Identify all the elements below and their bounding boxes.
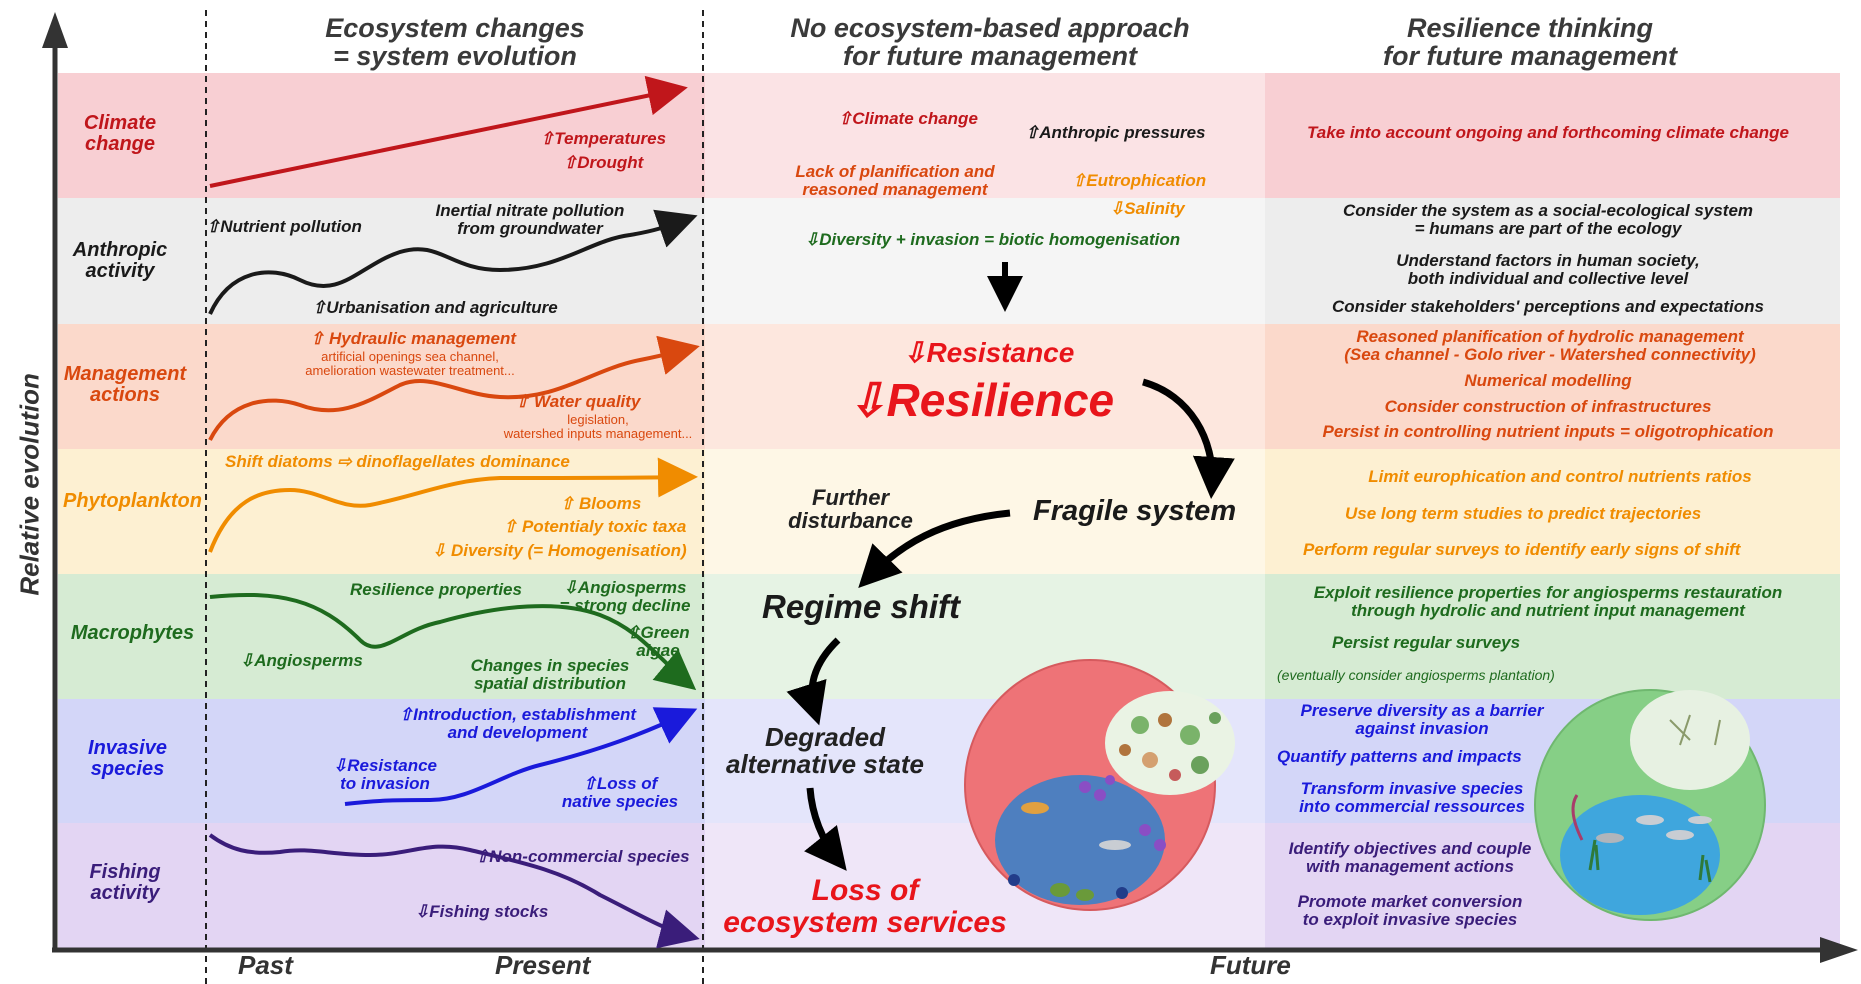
na-fragile-system: Fragile system [1033, 495, 1237, 527]
rt-angiosperms-plantation: (eventually consider angiosperms plantat… [1277, 667, 1555, 683]
header-ecosystem-changes: Ecosystem changes = system evolution [325, 13, 585, 72]
trend-drought: ⇧Drought [563, 153, 644, 172]
flow-arrow-to-fragile [1142, 378, 1235, 499]
band-climate-mid [705, 73, 1265, 198]
trend-loss-native: ⇧Loss of native species [561, 774, 679, 811]
na-anthropic-pressures: ⇧Anthropic pressures [1025, 123, 1206, 142]
band-phyto-mid [705, 449, 1265, 574]
rt-angiosperms-restauration: Exploit resilience properties for angios… [1313, 583, 1783, 620]
y-axis-arrowhead [42, 12, 68, 48]
healthy-ecosystem-illustration [1534, 689, 1766, 921]
trend-angiosperms: ⇩Angiosperms [240, 651, 363, 670]
trend-hydraulic-detail: artificial openings sea channel, amelior… [305, 349, 515, 378]
x-axis-present-label: Present [495, 950, 591, 980]
rt-long-term-studies: Use long term studies to predict traject… [1345, 504, 1702, 523]
rt-infrastructures: Consider construction of infrastructures [1384, 397, 1712, 416]
trend-blooms: ⇧ Blooms [560, 494, 642, 513]
trend-nutrient-pollution: ⇧Nutrient pollution [206, 217, 362, 236]
rt-nutrient-inputs: Persist in controlling nutrient inputs =… [1322, 422, 1774, 441]
band-anthropic-mid [705, 198, 1265, 324]
row-label-macro: Macrophytes [70, 622, 195, 644]
trend-toxic-taxa: ⇧ Potentialy toxic taxa [503, 517, 687, 536]
trend-hydraulic-management: ⇧ Hydraulic management [310, 329, 517, 348]
trend-shift-diatoms: Shift diatoms ⇨ dinoflagellates dominanc… [225, 452, 570, 471]
trend-fishing-stocks: ⇩Fishing stocks [415, 902, 549, 921]
y-axis-label: Relative evolution [14, 373, 45, 596]
x-axis-future-label: Future [1210, 950, 1291, 980]
row-label-anthropic: Anthropic activity [72, 239, 168, 282]
row-label-invasive: Invasive species [88, 737, 167, 780]
band-macro-mid [705, 574, 1265, 699]
anthropic-trend-line [208, 209, 698, 315]
header-resilience-thinking: Resilience thinking for future managemen… [1382, 13, 1678, 72]
na-diversity-invasion: ⇩Diversity + invasion = biotic homogenis… [805, 230, 1181, 249]
row-label-fishing: Fishing activity [89, 861, 161, 904]
na-regime-shift: Regime shift [762, 588, 961, 625]
management-trend-line [208, 335, 700, 441]
rt-hydrolic-planification: Reasoned planification of hydrolic manag… [1344, 327, 1756, 364]
rt-stakeholders: Consider stakeholders' perceptions and e… [1332, 297, 1764, 316]
flow-arrow-to-regime [858, 509, 1011, 589]
trend-angiosperms-decline: ⇩Angiosperms = strong decline [559, 578, 691, 615]
trend-resilience-properties: Resilience properties [350, 580, 522, 599]
header-no-ecosystem-approach: No ecosystem-based approach for future m… [790, 13, 1190, 72]
na-lack-planification: Lack of planification and reasoned manag… [795, 162, 995, 199]
rt-transform-invasive: Transform invasive species into commerci… [1299, 779, 1525, 816]
invasive-trend-line [344, 707, 698, 806]
trend-resistance-invasion: ⇩Resistance to invasion [332, 756, 438, 793]
rt-preserve-diversity: Preserve diversity as a barrier against … [1300, 701, 1544, 738]
trend-temperatures: ⇧Temperatures [540, 129, 667, 148]
fishing-trend-line [208, 833, 700, 949]
climate-trend-line [209, 75, 688, 188]
rt-persist-surveys: Persist regular surveys [1332, 633, 1521, 652]
degraded-ecosystem-illustration [964, 659, 1235, 911]
band-management-mid [705, 324, 1265, 449]
rt-social-ecological: Consider the system as a social-ecologic… [1342, 201, 1754, 238]
trend-water-quality: ⇧ Water quality [515, 392, 641, 411]
flow-arrow-to-loss [804, 787, 847, 871]
trend-diversity: ⇩ Diversity (= Homogenisation) [432, 541, 687, 560]
rt-quantify-patterns: Quantify patterns and impacts [1277, 747, 1522, 766]
na-salinity: ⇩Salinity [1110, 199, 1185, 218]
rt-regular-surveys-phyto: Perform regular surveys to identify earl… [1303, 540, 1741, 559]
macro-trend-line [209, 593, 697, 691]
rt-climate: Take into account ongoing and forthcomin… [1306, 123, 1790, 142]
rt-limit-eutrophication: Limit europhication and control nutrient… [1368, 467, 1752, 486]
na-eutrophication: ⇧Eutrophication [1072, 171, 1207, 190]
rt-numerical-modelling: Numerical modelling [1464, 371, 1632, 390]
trend-inertial-nitrate: Inertial nitrate pollution from groundwa… [435, 201, 625, 238]
trend-spatial-distribution: Changes in species spatial distribution [470, 656, 630, 693]
x-axis-past-label: Past [238, 950, 293, 980]
na-loss-services: Loss of ecosystem services [723, 874, 1007, 939]
trend-non-commercial: ⇧Non-commercial species [475, 847, 690, 866]
na-degraded-state: Degraded alternative state [726, 722, 924, 780]
trend-introduction: ⇧Introduction, establishment and develop… [398, 705, 637, 742]
trend-water-quality-detail: legislation, watershed inputs management… [503, 412, 693, 441]
row-label-management: Management actions [63, 363, 187, 406]
na-resistance: ⇩Resistance [903, 337, 1075, 368]
trend-green-algae: ⇧Green algae [626, 623, 690, 660]
flow-arrow-to-degraded [786, 637, 841, 726]
rt-identify-objectives: Identify objectives and couple with mana… [1288, 839, 1532, 876]
na-resilience: ⇩Resilience [848, 374, 1115, 426]
row-label-phyto: Phytoplankton [63, 490, 202, 512]
rt-market-conversion: Promote market conversion to exploit inv… [1297, 892, 1523, 929]
na-further-disturbance: Further disturbance [788, 485, 913, 534]
rt-human-factors: Understand factors in human society, bot… [1396, 251, 1700, 288]
trend-urbanisation: ⇧Urbanisation and agriculture [312, 298, 558, 317]
row-label-climate: Climate change [83, 112, 157, 155]
phyto-trend-line [208, 457, 698, 553]
x-axis-arrowhead [1820, 937, 1858, 963]
na-climate-change: ⇧Climate change [838, 109, 978, 128]
